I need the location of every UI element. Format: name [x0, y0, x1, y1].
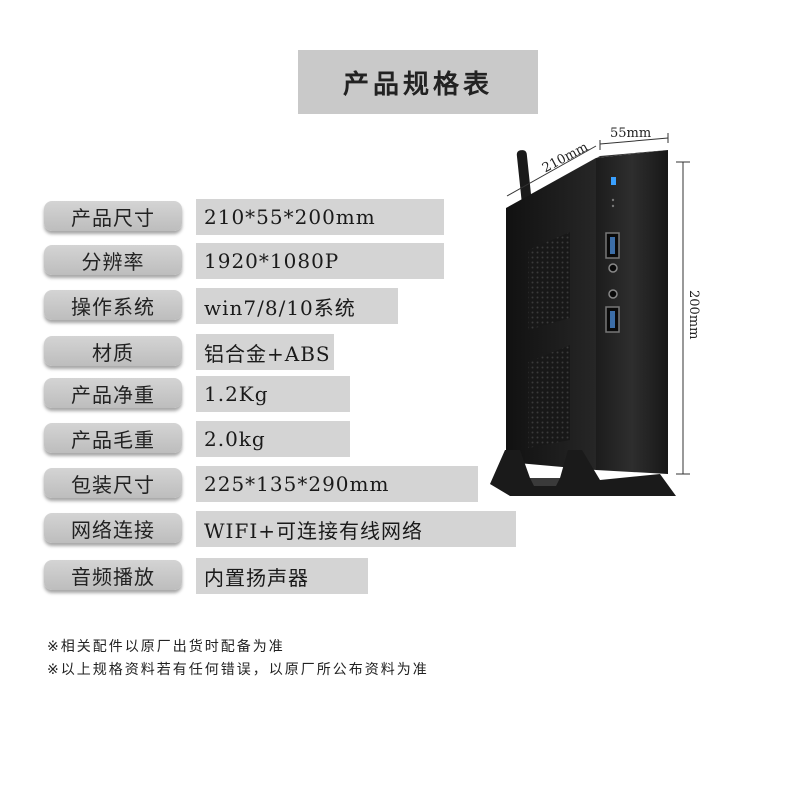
audio-jack-2 — [608, 289, 618, 299]
dim-height-label: 200mm — [686, 290, 701, 339]
spec-value: 内置扬声器 — [196, 558, 368, 594]
spec-value: 210*55*200mm — [196, 199, 444, 235]
spec-label: 操作系统 — [44, 290, 182, 320]
spec-value: win7/8/10系统 — [196, 288, 398, 324]
spec-value: WIFI+可连接有线网络 — [196, 511, 516, 547]
spec-label: 产品尺寸 — [44, 201, 182, 231]
vent-upper — [528, 232, 570, 330]
spec-label: 音频播放 — [44, 560, 182, 590]
footnotes: ※相关配件以原厂出货时配备为准 ※以上规格资料若有任何错误，以原厂所公布资料为准 — [47, 636, 429, 682]
spec-value: 铝合金+ABS — [196, 334, 334, 370]
dimension-lines — [506, 133, 690, 475]
spec-value: 1920*1080P — [196, 243, 444, 279]
spec-label: 分辨率 — [44, 245, 182, 275]
page-title-text: 产品规格表 — [342, 69, 493, 100]
audio-jack-1 — [608, 263, 618, 273]
power-led — [611, 177, 616, 185]
spec-label: 网络连接 — [44, 513, 182, 543]
dim-width-label: 55mm — [610, 126, 651, 141]
case-front-panel — [596, 150, 668, 474]
spec-value: 2.0kg — [196, 421, 350, 457]
spec-label: 产品净重 — [44, 378, 182, 408]
footnote: ※以上规格资料若有任何错误，以原厂所公布资料为准 — [47, 662, 429, 678]
spec-value: 1.2Kg — [196, 376, 350, 412]
vent-lower — [528, 345, 570, 448]
page-title: 产品规格表 — [298, 50, 538, 114]
spec-value: 225*135*290mm — [196, 466, 478, 502]
spec-label: 材质 — [44, 336, 182, 366]
spec-label: 产品毛重 — [44, 423, 182, 453]
spec-label: 包装尺寸 — [44, 468, 182, 498]
footnote: ※相关配件以原厂出货时配备为准 — [47, 639, 285, 655]
mini-pc-illustration: 210mm 55mm 200mm — [490, 126, 701, 496]
